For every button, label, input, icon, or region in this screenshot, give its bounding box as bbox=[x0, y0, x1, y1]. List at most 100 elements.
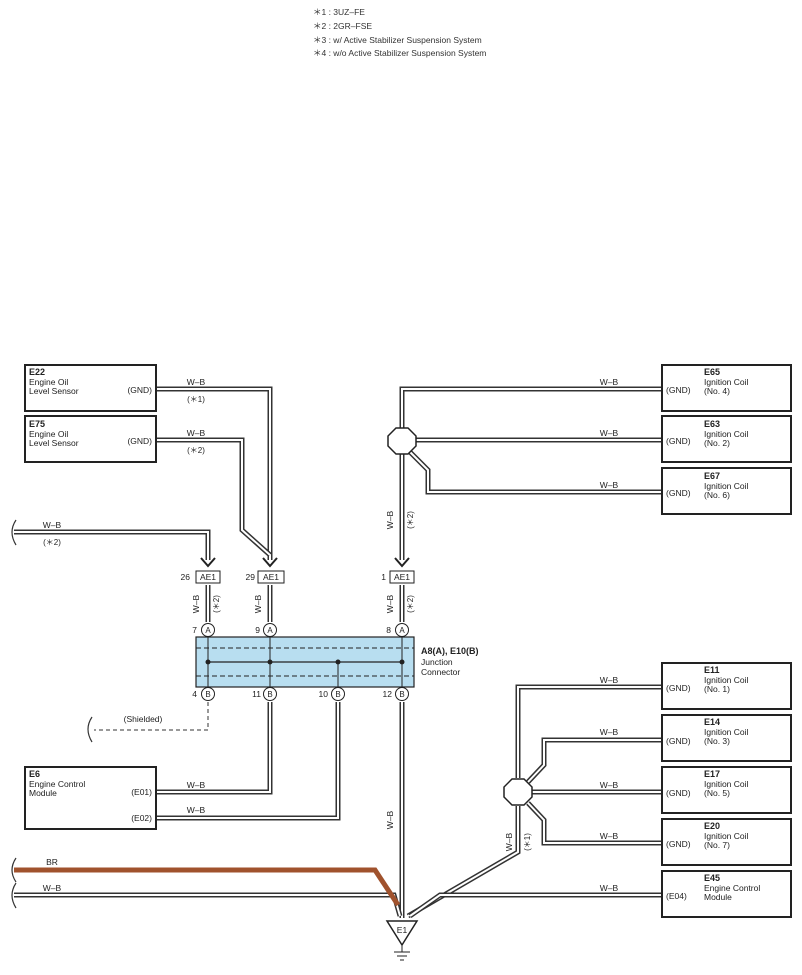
legend-note-1: ＊1 : 3UZ–FE bbox=[313, 7, 365, 17]
wire-note-label: (＊1) bbox=[523, 833, 532, 851]
legend-note-2: ＊2 : 2GR–FSE bbox=[313, 21, 373, 31]
component-name: Engine Oil bbox=[29, 377, 68, 387]
component-e22: E22 Engine Oil Level Sensor (GND) bbox=[24, 364, 157, 412]
connector-ae1-label-26: AE1 bbox=[200, 572, 216, 582]
component-e67: (GND) E67 Ignition Coil (No. 6) bbox=[661, 467, 792, 515]
wire-e45-to-ground bbox=[408, 892, 662, 919]
pin-number: 9 bbox=[255, 625, 260, 635]
component-name: (No. 6) bbox=[704, 490, 730, 500]
connector-pin-26: 26 bbox=[181, 572, 191, 582]
component-name: Ignition Coil bbox=[704, 481, 749, 491]
wire-junction-to-e6 bbox=[156, 702, 341, 821]
wire-color-label: W–B bbox=[600, 883, 619, 893]
terminal-label: (GND) bbox=[666, 736, 691, 746]
wire-note-label: (＊2) bbox=[406, 595, 415, 613]
pin-number: 10 bbox=[319, 689, 329, 699]
junction-pin-bottom-10: B 10 bbox=[319, 687, 345, 701]
junction-title: A8(A), E10(B) bbox=[421, 646, 479, 656]
connector-ae1: AE1 AE1 AE1 26 29 1 bbox=[181, 570, 415, 584]
component-name: (No. 3) bbox=[704, 736, 730, 746]
wire-color-label: W–B bbox=[600, 480, 619, 490]
wire-color-label: W–B bbox=[187, 377, 206, 387]
splice-point-upper bbox=[387, 427, 417, 455]
component-name: Module bbox=[704, 892, 732, 902]
component-name: (No. 4) bbox=[704, 386, 730, 396]
wire-color-label: W–B bbox=[600, 675, 619, 685]
wire-color-label: W–B bbox=[187, 780, 206, 790]
wire-color-label: W–B bbox=[385, 810, 395, 829]
component-name: Ignition Coil bbox=[704, 675, 749, 685]
wire-e20-to-splice bbox=[526, 801, 662, 846]
wire-e22-to-ae1 bbox=[156, 386, 273, 560]
wire-color-label: W–B bbox=[600, 831, 619, 841]
splice-point-lower bbox=[503, 778, 533, 806]
wire-note-label: (＊2) bbox=[212, 595, 221, 613]
pin-letter: B bbox=[267, 690, 272, 699]
connector-pin-29: 29 bbox=[246, 572, 256, 582]
component-e11: (GND) E11 Ignition Coil (No. 1) bbox=[661, 662, 792, 710]
component-name: Ignition Coil bbox=[704, 429, 749, 439]
component-name: (No. 1) bbox=[704, 684, 730, 694]
connector-ae1-label-1: AE1 bbox=[394, 572, 410, 582]
component-name: Level Sensor bbox=[29, 386, 79, 396]
wire-color-label: W–B bbox=[600, 727, 619, 737]
component-code: E75 bbox=[29, 419, 45, 429]
pin-letter: A bbox=[399, 626, 405, 635]
wire-br bbox=[14, 867, 401, 907]
junction-pin-top-9: A 9 bbox=[255, 623, 277, 637]
wire-left-bottom-to-ground bbox=[14, 892, 403, 917]
component-e6: E6 Engine Control Module (E01) (E02) bbox=[24, 766, 157, 830]
wire-shielded bbox=[94, 702, 209, 731]
wire-color-label: BR bbox=[46, 857, 58, 867]
terminal-label: (GND) bbox=[127, 385, 152, 395]
ground-e1: E1 bbox=[385, 920, 419, 961]
component-e14: (GND) E14 Ignition Coil (No. 3) bbox=[661, 714, 792, 762]
junction-connector: A8(A), E10(B) Junction Connector bbox=[195, 630, 479, 694]
wire-color-label: W–B bbox=[191, 594, 201, 613]
pin-number: 7 bbox=[192, 625, 197, 635]
component-e75: E75 Engine Oil Level Sensor (GND) bbox=[24, 415, 157, 463]
wire-note-label: (＊1) bbox=[187, 395, 205, 404]
junction-pins: A 7 A 9 A 8 B 4 B 11 B 10 B 12 bbox=[192, 623, 409, 701]
junction-pin-bottom-11: B 11 bbox=[252, 687, 277, 701]
wire-color-label: W–B bbox=[187, 428, 206, 438]
pin-number: 11 bbox=[252, 689, 261, 699]
terminal-label: (GND) bbox=[666, 436, 691, 446]
junction-pin-top-8: A 8 bbox=[386, 623, 409, 637]
component-name: Ignition Coil bbox=[704, 377, 749, 387]
wire-note-label: (＊2) bbox=[406, 511, 415, 529]
component-code: E67 bbox=[704, 471, 720, 481]
component-name: Level Sensor bbox=[29, 438, 79, 448]
component-e45: (E04) E45 Engine Control Module bbox=[661, 870, 792, 918]
wire-color-label: W–B bbox=[187, 805, 206, 815]
component-code: E6 bbox=[29, 769, 40, 779]
component-code: E11 bbox=[704, 665, 720, 675]
legend-note-3: ＊3 : w/ Active Stabilizer Suspension Sys… bbox=[313, 35, 482, 45]
wire-color-label: W–B bbox=[253, 594, 263, 613]
pin-letter: B bbox=[205, 690, 210, 699]
component-code: E65 bbox=[704, 367, 720, 377]
wire-color-label: W–B bbox=[504, 832, 514, 851]
connector-ae1-label-29: AE1 bbox=[263, 572, 279, 582]
component-code: E17 bbox=[704, 769, 720, 779]
ground-label: E1 bbox=[397, 925, 408, 935]
wire-note-label: (＊2) bbox=[187, 446, 205, 455]
wire-break-marks bbox=[11, 519, 93, 909]
wire-labels: W–B (＊1) W–B (＊2) W–B (＊2) W–B W–B W–B W… bbox=[43, 377, 619, 893]
legend-note-4: ＊4 : w/o Active Stabilizer Suspension Sy… bbox=[313, 48, 487, 58]
wire-e65-to-splice bbox=[399, 386, 662, 430]
component-name: Ignition Coil bbox=[704, 831, 749, 841]
wire-color-label: W–B bbox=[43, 520, 62, 530]
component-name: Module bbox=[29, 788, 57, 798]
terminal-label: (GND) bbox=[127, 436, 152, 446]
pin-letter: A bbox=[267, 626, 273, 635]
wire-splice-to-ground bbox=[406, 806, 521, 919]
component-name: (No. 2) bbox=[704, 438, 730, 448]
component-e63: (GND) E63 Ignition Coil (No. 2) bbox=[661, 415, 792, 463]
wire-color-label: W–B bbox=[43, 883, 62, 893]
pin-number: 12 bbox=[383, 689, 393, 699]
component-name: Engine Oil bbox=[29, 429, 68, 439]
junction-pin-bottom-4: B 4 bbox=[192, 687, 215, 701]
junction-pin-bottom-12: B 12 bbox=[383, 687, 409, 701]
pin-letter: B bbox=[399, 690, 404, 699]
